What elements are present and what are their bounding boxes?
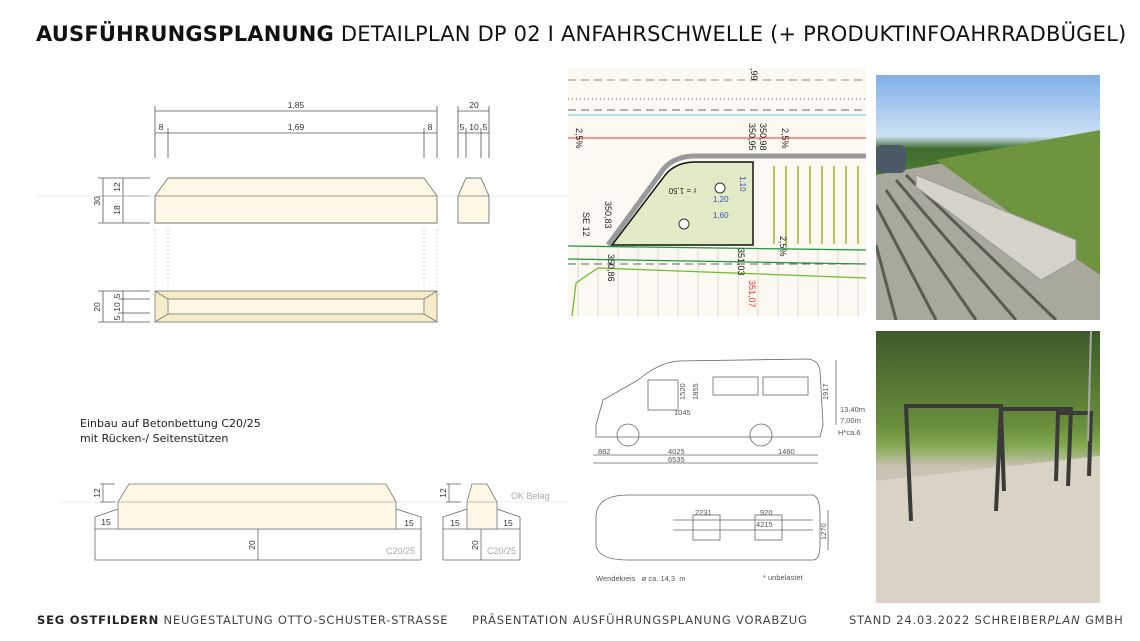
plan-label: 350,86 [606, 254, 616, 282]
vehicle-dim: 1855 [691, 383, 700, 400]
footer-client: SEG OSTFILDERN [37, 613, 160, 627]
note-line: mit Rücken-/ Seitenstützen [80, 432, 229, 445]
plan-label: 1,20 [713, 195, 729, 204]
plan-label: 350,98 [758, 123, 768, 151]
plan-label: r = 1,50 [668, 186, 696, 195]
vehicle-dim: 4025 [668, 447, 685, 456]
footer-project-name: NEUGESTALTUNG OTTO-SCHUSTER-STRASSE [163, 613, 449, 627]
vehicle-dim: 2231 [695, 508, 712, 517]
footer-stand: STAND 24.03.2022 SCHREIBERPLAN GMBH [849, 613, 1124, 627]
dim-plan-part: 10 [112, 302, 122, 312]
site-plan-excerpt: ,99 350,98 350,95 2,5% 2,5% 2,5% r = 1,5… [568, 68, 866, 316]
schwelle-section [457, 177, 490, 224]
installation-note: Einbau auf Betonbettung C20/25 mit Rücke… [80, 416, 261, 446]
plan-label: 1,60 [713, 211, 729, 220]
plan-label: 2,5% [778, 236, 788, 257]
footer-company: GMBH [1080, 613, 1124, 627]
plan-label: 350,83 [603, 201, 613, 229]
photo-fahrradbuegel [876, 331, 1100, 603]
dim-chamfer-right: 8 [428, 122, 433, 132]
photo-anfahrschwelle [876, 75, 1100, 320]
vehicle-dim: 920 [760, 508, 773, 517]
footer-presentation: PRÄSENTATION AUSFÜHRUNGSPLANUNG VORABZUG [472, 613, 808, 627]
vehicle-dim: 1917 [821, 383, 830, 400]
footer-project: SEG OSTFILDERN NEUGESTALTUNG OTTO-SCHUST… [37, 613, 448, 627]
vehicle-dim: 882 [598, 447, 611, 456]
dim-height-top: 12 [112, 182, 122, 192]
dim-bed: 20 [470, 540, 480, 550]
vehicle-dim: 4215 [756, 520, 773, 529]
dim-bed: 20 [247, 540, 257, 550]
plan-label: ,99 [749, 68, 759, 81]
dim-plan-part: 5 [112, 315, 122, 320]
dim-total-length: 1,85 [288, 100, 305, 110]
anfahrschwelle-detail-drawing: 1,85 8 1,69 8 20 5 10 5 30 12 18 20 5 10… [36, 100, 570, 561]
photo-fahrradbuegel-scene [876, 331, 1100, 603]
title-bold: AUSFÜHRUNGSPLANUNG [36, 22, 334, 46]
vehicle-dim: 1270 [819, 523, 828, 540]
dim-height-base: 18 [112, 205, 122, 215]
dim-plan-width: 20 [92, 302, 102, 312]
plan-label: 351,03 [736, 248, 746, 276]
concrete-label: C20/25 [487, 546, 516, 556]
dim-plan-part: 5 [112, 293, 122, 298]
plan-label: 2,5% [780, 128, 790, 149]
dim-top: 12 [92, 488, 102, 498]
schwelle-elevation [154, 177, 438, 224]
plan-label: 1,10 [738, 176, 747, 192]
plan-label: SE 12 [581, 212, 591, 237]
dim-section-part: 5 [460, 122, 465, 132]
dim-section-part: 10 [469, 122, 479, 132]
title-rest: DETAILPLAN DP 02 I ANFAHRSCHWELLE (+ PRO… [340, 22, 1127, 46]
vehicle-dim: 1480 [778, 447, 795, 456]
vehicle-dim: 13,40m [840, 405, 865, 414]
photo-anfahrschwelle-scene [876, 130, 1100, 320]
dim-section-part: 5 [483, 122, 488, 132]
vehicle-dim: H*ca.6 [838, 428, 861, 437]
dim-section-width: 20 [469, 100, 479, 110]
footer-brand-italic: PLAN [1047, 613, 1081, 627]
surface-label: OK Belag [511, 491, 550, 501]
vehicle-dim: 1045 [674, 408, 691, 417]
vehicle-dim: 1520 [678, 383, 687, 400]
vehicle-dim: 7,00m [840, 416, 861, 425]
plan-label: 351,07 [747, 280, 757, 308]
dim-support: 15 [101, 517, 111, 527]
note-line: Einbau auf Betonbettung C20/25 [80, 417, 261, 430]
dim-support: 15 [503, 518, 513, 528]
dim-support: 15 [450, 518, 460, 528]
vehicle-dimension-drawing: 1520 1855 1045 1917 882 4025 1480 6535 1… [593, 358, 865, 583]
dim-top: 12 [438, 488, 448, 498]
plan-label: 2,5% [574, 128, 584, 149]
dim-chamfer-left: 8 [159, 122, 164, 132]
schwelle-plan [154, 290, 438, 323]
turning-circle-note: Wendekreis ø ca. 14,3 m [596, 574, 685, 583]
page-title: AUSFÜHRUNGSPLANUNG DETAILPLAN DP 02 I AN… [36, 22, 1126, 46]
concrete-label: C20/25 [386, 546, 415, 556]
unloaded-note: * unbelastet [763, 573, 804, 582]
dim-support: 15 [404, 518, 414, 528]
vehicle-dim: 6535 [668, 455, 685, 464]
plan-label: 350,95 [747, 123, 757, 151]
dim-height-total: 30 [92, 196, 102, 206]
dim-middle-length: 1,69 [288, 122, 305, 132]
footer-date: STAND 24.03.2022 SCHREIBER [849, 613, 1048, 627]
